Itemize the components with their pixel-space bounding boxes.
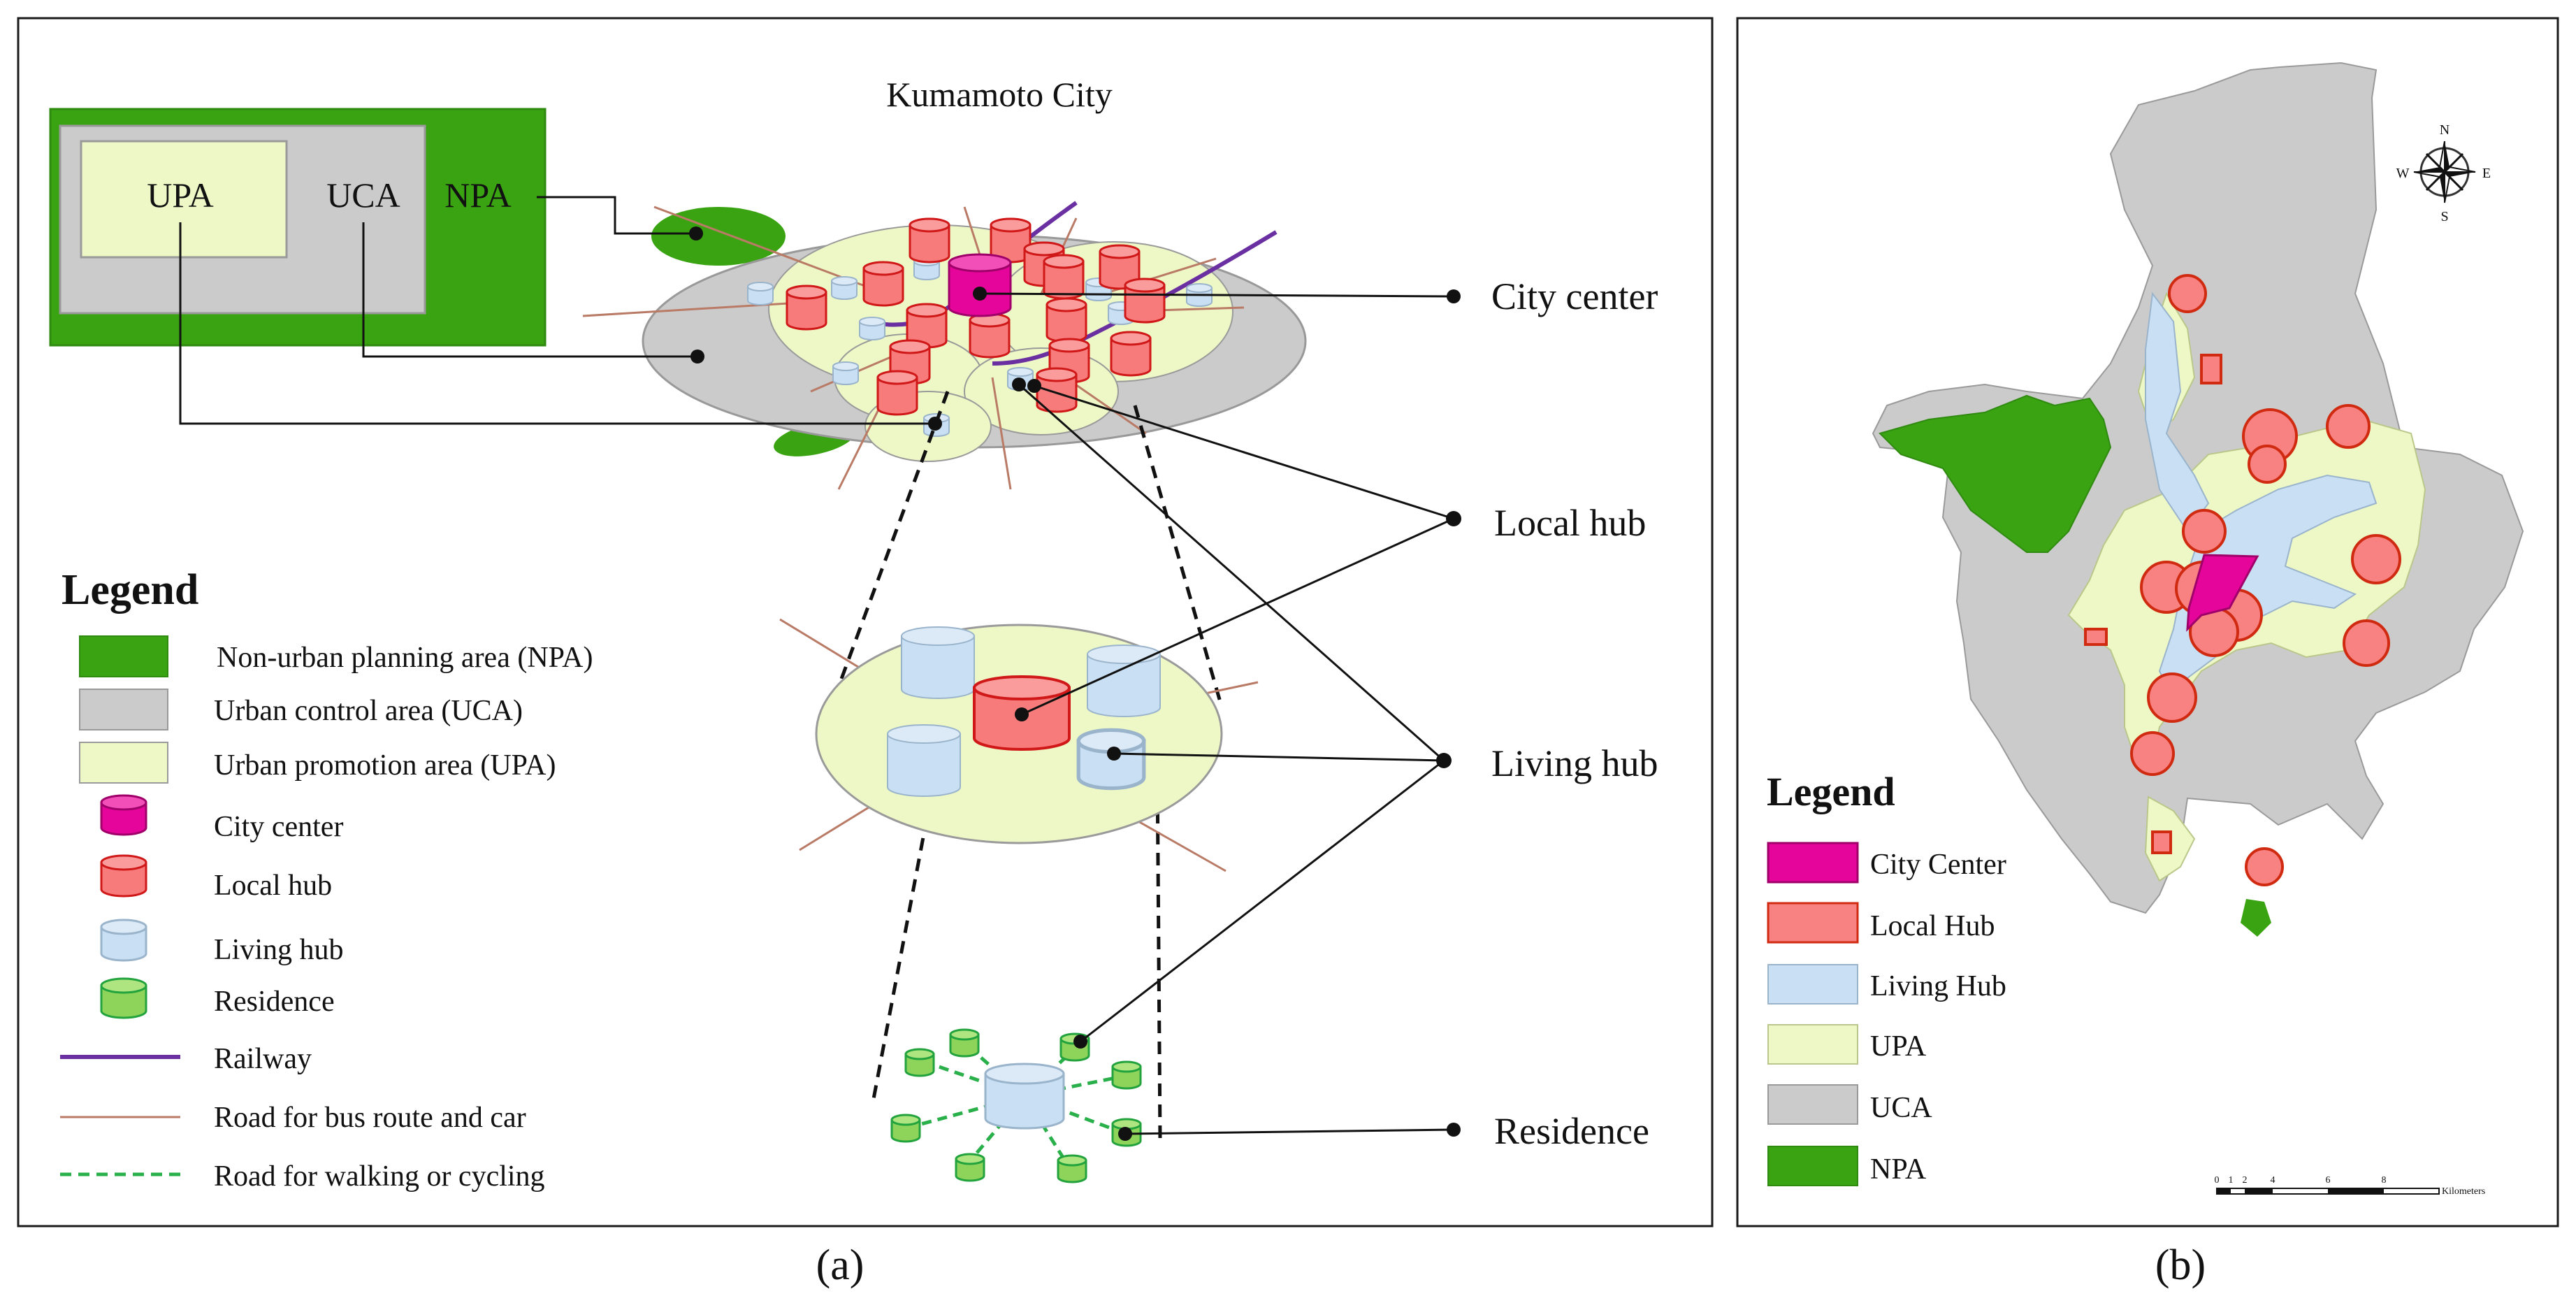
residence-cylinder-icon bbox=[100, 977, 147, 1019]
svg-text:4: 4 bbox=[2271, 1175, 2275, 1186]
svg-text:8: 8 bbox=[2382, 1175, 2387, 1186]
caption-b: (b) bbox=[2155, 1241, 2206, 1289]
legend-label: Living hub bbox=[214, 934, 344, 966]
legend-title: Legend bbox=[61, 566, 198, 614]
living-hub-cylinder-icon bbox=[100, 919, 147, 962]
upa-zone-box bbox=[80, 140, 288, 259]
upa-swatch bbox=[79, 742, 168, 784]
city-center-area bbox=[2186, 554, 2259, 632]
diagram-title: Kumamoto City bbox=[886, 75, 1113, 114]
living-hub-swatch bbox=[1767, 964, 1858, 1005]
leader-dots bbox=[689, 226, 1461, 1141]
upa-label: UPA bbox=[147, 175, 213, 215]
caption-a: (a) bbox=[816, 1241, 864, 1289]
npa-patch bbox=[651, 207, 786, 266]
legend-label: NPA bbox=[1870, 1153, 1927, 1186]
callout-residence: Residence bbox=[1494, 1110, 1649, 1152]
npa-swatch bbox=[1767, 1146, 1858, 1186]
upa-swatch bbox=[1767, 1024, 1858, 1065]
compass-rose-icon: N S E W bbox=[2396, 122, 2491, 224]
uca-label: UCA bbox=[326, 175, 400, 215]
legend-label: City center bbox=[214, 811, 343, 843]
legend-label: Local hub bbox=[214, 870, 332, 902]
legend-title: Legend bbox=[1767, 769, 1895, 814]
svg-text:1: 1 bbox=[2229, 1175, 2234, 1186]
callout-living-hub: Living hub bbox=[1491, 742, 1658, 784]
legend-label: Railway bbox=[214, 1043, 312, 1075]
city-map bbox=[1872, 62, 2524, 937]
legend-label: City Center bbox=[1870, 849, 2006, 881]
city-center-cylinder bbox=[948, 253, 1012, 317]
local-hub-cylinder-icon bbox=[100, 854, 147, 898]
svg-text:Kilometers: Kilometers bbox=[2442, 1186, 2485, 1197]
legend-label: Residence bbox=[214, 986, 335, 1018]
living-hub-area bbox=[2145, 291, 2210, 533]
legend-label: Living Hub bbox=[1870, 970, 2006, 1002]
svg-text:0: 0 bbox=[2215, 1175, 2220, 1186]
legend-label: Non-urban planning area (NPA) bbox=[217, 642, 593, 674]
city-center-swatch bbox=[1767, 842, 1859, 884]
npa-label: NPA bbox=[444, 175, 511, 215]
svg-text:6: 6 bbox=[2326, 1175, 2331, 1186]
svg-text:E: E bbox=[2482, 166, 2491, 181]
legend-label: UPA bbox=[1870, 1030, 1927, 1063]
legend-label: Road for bus route and car bbox=[214, 1102, 526, 1134]
legend-label: Local Hub bbox=[1870, 910, 1995, 942]
legend-label: Urban control area (UCA) bbox=[214, 695, 523, 727]
callout-city-center: City center bbox=[1491, 275, 1658, 317]
svg-text:2: 2 bbox=[2243, 1175, 2248, 1186]
uca-swatch bbox=[79, 689, 168, 730]
city-cluster bbox=[582, 201, 1307, 490]
residence-living-hub bbox=[984, 1063, 1065, 1130]
legend-label: UCA bbox=[1870, 1092, 1932, 1124]
npa-area bbox=[2241, 899, 2271, 937]
legend-b: Legend City Center Local Hub Living Hub … bbox=[1767, 769, 2006, 1186]
svg-text:N: N bbox=[2440, 122, 2450, 138]
legend-a: Legend Non-urban planning area (NPA) Urb… bbox=[60, 566, 593, 1193]
uca-swatch bbox=[1767, 1084, 1858, 1125]
legend-label: Road for walking or cycling bbox=[214, 1160, 545, 1193]
residence-cluster bbox=[890, 1028, 1142, 1183]
callout-local-hub: Local hub bbox=[1494, 502, 1646, 544]
leader-lines bbox=[179, 196, 1454, 1135]
scale-bar: 0 1 2 4 6 8 Kilometers bbox=[2215, 1175, 2486, 1197]
zoom-lines bbox=[823, 391, 1222, 1140]
npa-swatch bbox=[79, 635, 168, 677]
legend-label: Urban promotion area (UPA) bbox=[214, 749, 556, 782]
svg-text:W: W bbox=[2396, 166, 2410, 181]
local-hub-swatch bbox=[1767, 902, 1859, 944]
svg-text:S: S bbox=[2440, 209, 2448, 224]
zone-inset: UPA UCA NPA bbox=[49, 108, 547, 347]
city-center-cylinder-icon bbox=[100, 794, 147, 836]
npa-area bbox=[1879, 394, 2112, 553]
